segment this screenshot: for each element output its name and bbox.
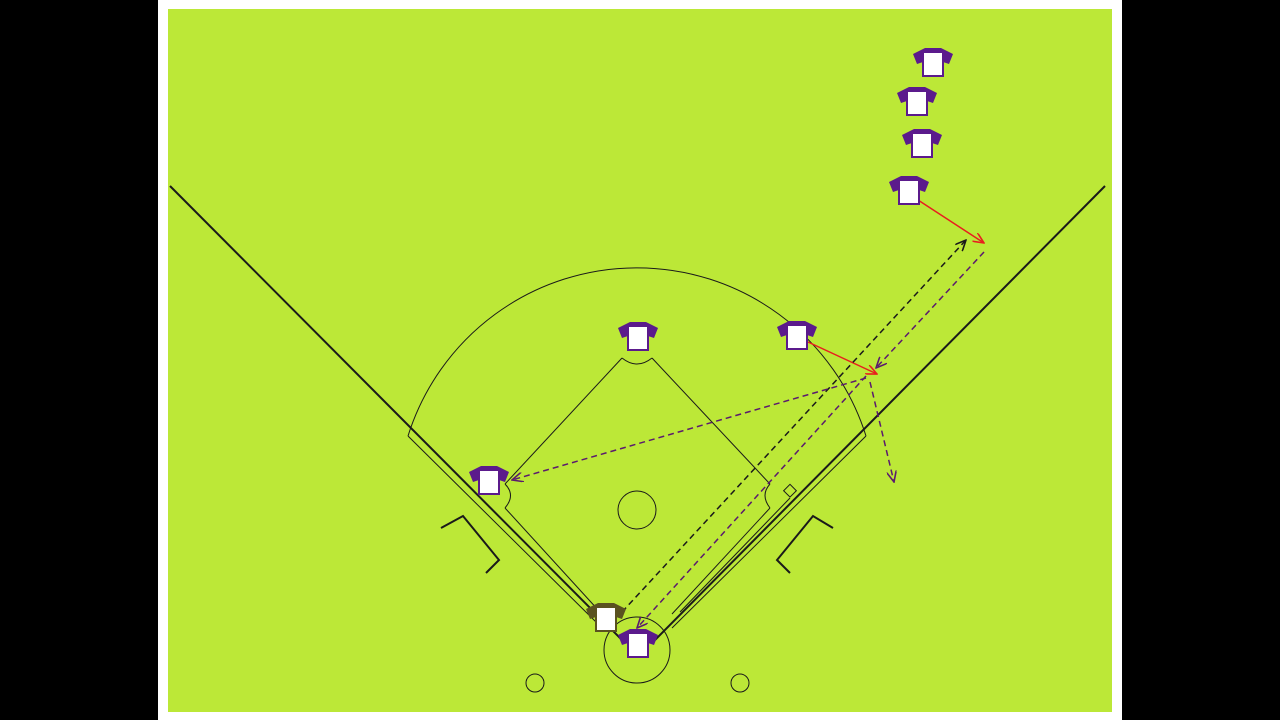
on-deck-circle-right (730, 673, 750, 693)
baseline-second-to-first (651, 357, 771, 485)
throw-first-to-home (637, 375, 867, 628)
jersey-icon (902, 129, 942, 158)
players (469, 48, 953, 658)
jersey-icon (897, 87, 937, 116)
jersey-icon (889, 176, 929, 205)
baseline-third-to-second (504, 357, 623, 485)
left-foul-line (169, 185, 623, 641)
coach-box-first (775, 514, 834, 574)
run-first-base (807, 341, 877, 374)
second-base-cutout (621, 357, 653, 365)
on-deck-circle-left (525, 673, 545, 693)
baseline-first-to-home (671, 507, 771, 615)
infield-edge-left (407, 435, 597, 623)
first-base-bag (782, 483, 798, 498)
throw-home-to-right (621, 240, 966, 613)
running-lane (679, 497, 791, 613)
jersey-icon (913, 48, 953, 77)
first-base-cutout (764, 483, 771, 509)
infield-arc (407, 267, 867, 437)
jersey-icon (618, 629, 658, 658)
baseline-third-to-home (504, 507, 601, 613)
third-base-cutout (504, 483, 511, 509)
field-background (168, 9, 1112, 712)
move-first-to-foul (869, 381, 894, 482)
infield-edge-right (671, 435, 867, 629)
jersey-icon (777, 321, 817, 350)
jersey-icon (469, 466, 509, 495)
right-foul-line (654, 185, 1106, 641)
throw-first-to-third (512, 377, 867, 480)
run-outfielder (917, 199, 984, 243)
field-lines (169, 185, 1106, 693)
play-arrows (512, 199, 985, 628)
jersey-icon (618, 322, 658, 351)
pitchers-mound (617, 490, 657, 530)
throw-right-to-first (876, 251, 985, 368)
coach-box-third (440, 514, 501, 574)
jersey-icon (586, 603, 626, 632)
